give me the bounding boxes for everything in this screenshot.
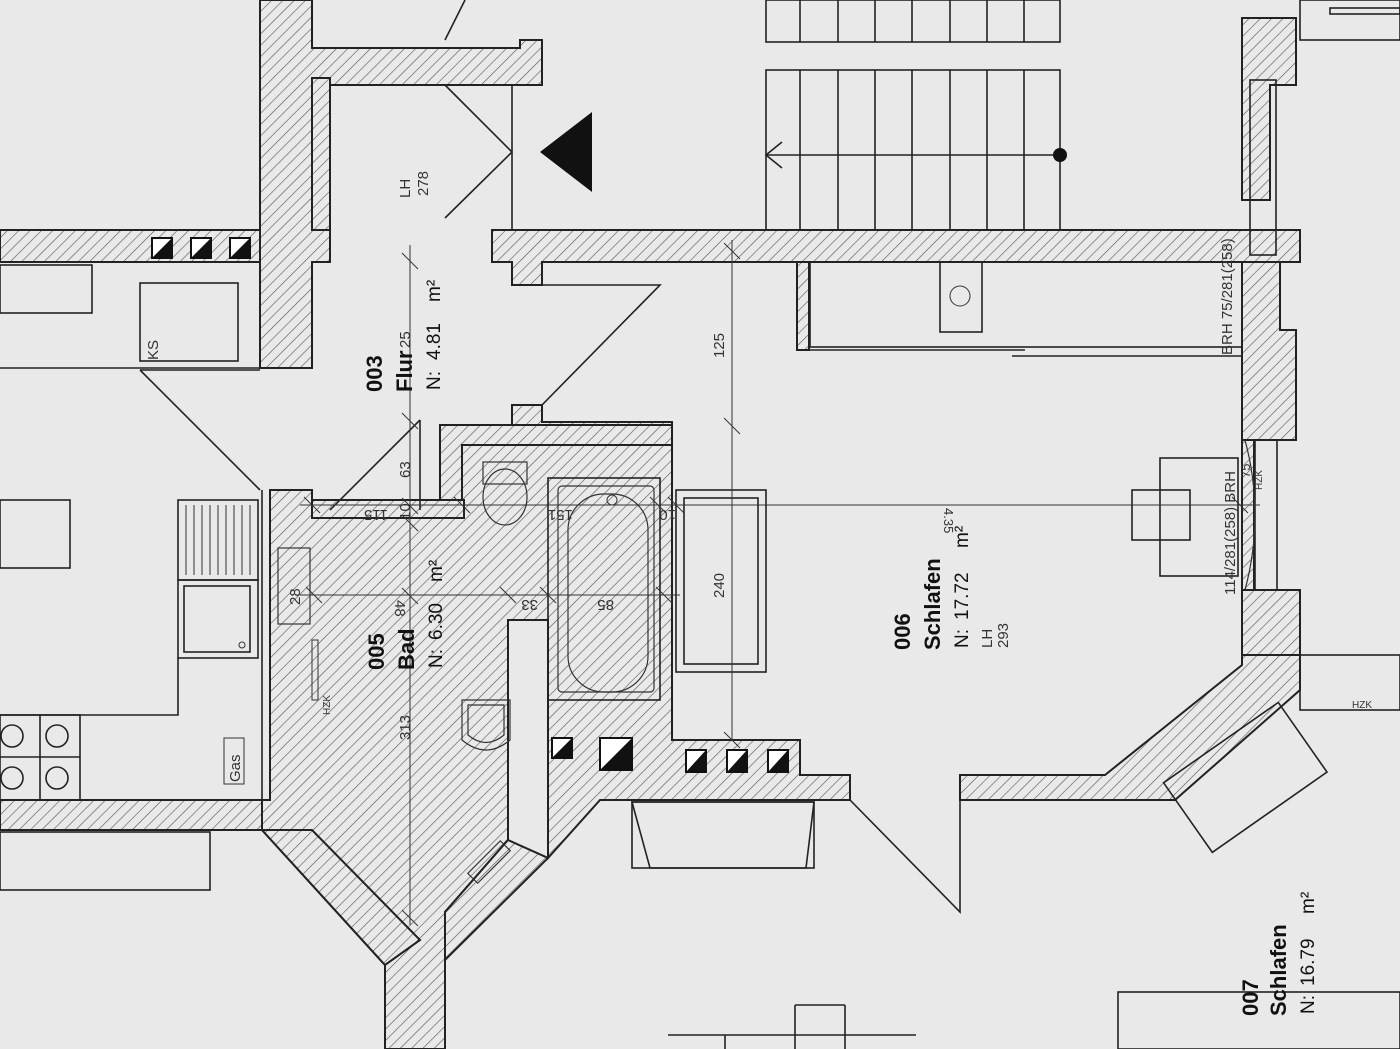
window-label-right-small: 75: [1238, 464, 1253, 478]
bedroom-furniture: HZK HZK: [630, 0, 1400, 1049]
stair-lh-value: 278: [415, 171, 432, 196]
room-005: 005 Bad N: 6.30 m²: [364, 560, 447, 670]
hzk-label-bath: HZK: [322, 695, 333, 715]
room-area-label: N:: [426, 649, 447, 668]
dim-240: 240: [711, 573, 728, 598]
dim-125: 125: [711, 333, 728, 358]
bathroom-fixtures: HZK: [277, 461, 661, 885]
room-area-label: N:: [424, 371, 445, 390]
room-006: 006 Schlafen N: 17.72 m² LH 293: [890, 526, 1012, 650]
dim-435: 4.35: [941, 508, 956, 533]
ks-label: KS: [145, 340, 162, 360]
room-name: Schlafen: [1266, 924, 1291, 1016]
stair-lh-label: LH: [397, 179, 414, 198]
room-lh-value: 293: [995, 623, 1012, 648]
walls: [0, 0, 1301, 1049]
room-number: 003: [362, 355, 387, 392]
room-area-label: N:: [1298, 995, 1319, 1014]
dim-25: 25: [397, 331, 414, 348]
window-label-top: BRH 75/281(258): [1219, 238, 1236, 355]
room-003: 003 Flur N: 4.81 m²: [362, 280, 445, 392]
room-lh-label: LH: [979, 629, 996, 648]
dim-28: 28: [287, 588, 304, 605]
room-area-unit: m²: [952, 526, 973, 548]
room-number: 006: [890, 613, 915, 650]
room-name: Flur: [392, 350, 417, 392]
dim-63: 63: [397, 461, 414, 478]
room-area-unit: m²: [426, 560, 447, 582]
dimension-labels: 25 63 10 115 151 10 125 240 48 313 33 85…: [287, 331, 956, 740]
room-name: Bad: [394, 628, 419, 670]
room-area: 17.72: [952, 572, 973, 620]
chimney-flues: [151, 237, 789, 773]
dim-85: 85: [597, 596, 614, 613]
dim-10b: 10: [659, 506, 676, 523]
room-area: 6.30: [426, 603, 447, 640]
kitchen: Gas KS: [0, 264, 263, 891]
room-area-label: N:: [952, 629, 973, 648]
room-number: 005: [364, 633, 389, 670]
room-area: 4.81: [424, 323, 445, 360]
dim-151: 151: [548, 506, 573, 523]
window-label-right: 114/281(258) BRH: [1222, 471, 1239, 595]
dimension-lines: [300, 240, 1260, 927]
entrance-marker: [540, 112, 592, 192]
dim-313: 313: [397, 715, 414, 740]
room-area-unit: m²: [1298, 892, 1319, 914]
dim-115: 115: [364, 506, 388, 523]
room-007: 007 Schlafen N: 16.79 m²: [1238, 892, 1319, 1016]
room-number: 007: [1238, 979, 1263, 1016]
room-area-unit: m²: [424, 280, 445, 302]
dim-33: 33: [521, 596, 538, 613]
dim-10a: 10: [397, 503, 414, 520]
room-name: Schlafen: [920, 558, 945, 650]
staircase: [764, 0, 1067, 231]
room-area: 16.79: [1298, 938, 1319, 986]
hzk-label-bedroom: HZK: [1352, 700, 1372, 711]
door-swings: [139, 0, 961, 914]
dim-48: 48: [391, 600, 408, 617]
hzk-label-window: HZK: [1254, 470, 1265, 490]
gas-label: Gas: [227, 754, 244, 782]
